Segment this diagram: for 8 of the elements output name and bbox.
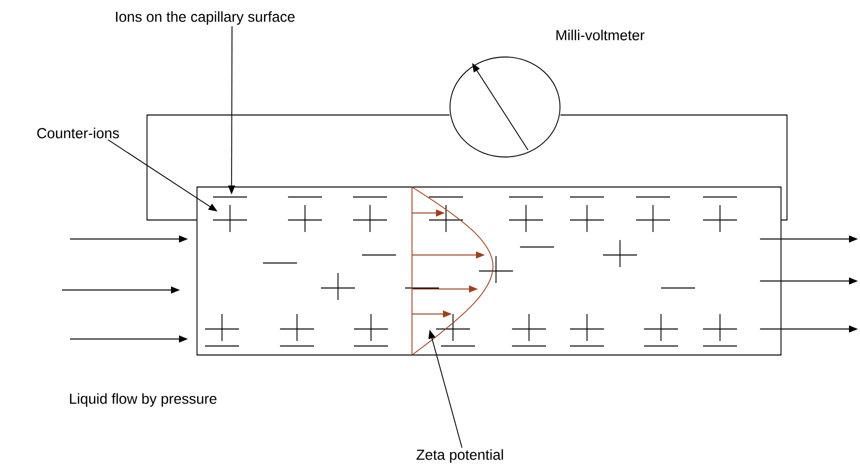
callout-label: Zeta potential bbox=[416, 449, 503, 463]
meter-label: Milli-voltmeter bbox=[556, 30, 644, 40]
wire bbox=[146, 114, 450, 220]
callout-label: Ions on the capillary surface bbox=[116, 11, 295, 25]
capillary-tube bbox=[196, 186, 782, 356]
callout-label: Counter-ions bbox=[37, 128, 119, 138]
caption-text: Liquid flow by pressure bbox=[70, 393, 216, 407]
wire bbox=[560, 114, 788, 220]
